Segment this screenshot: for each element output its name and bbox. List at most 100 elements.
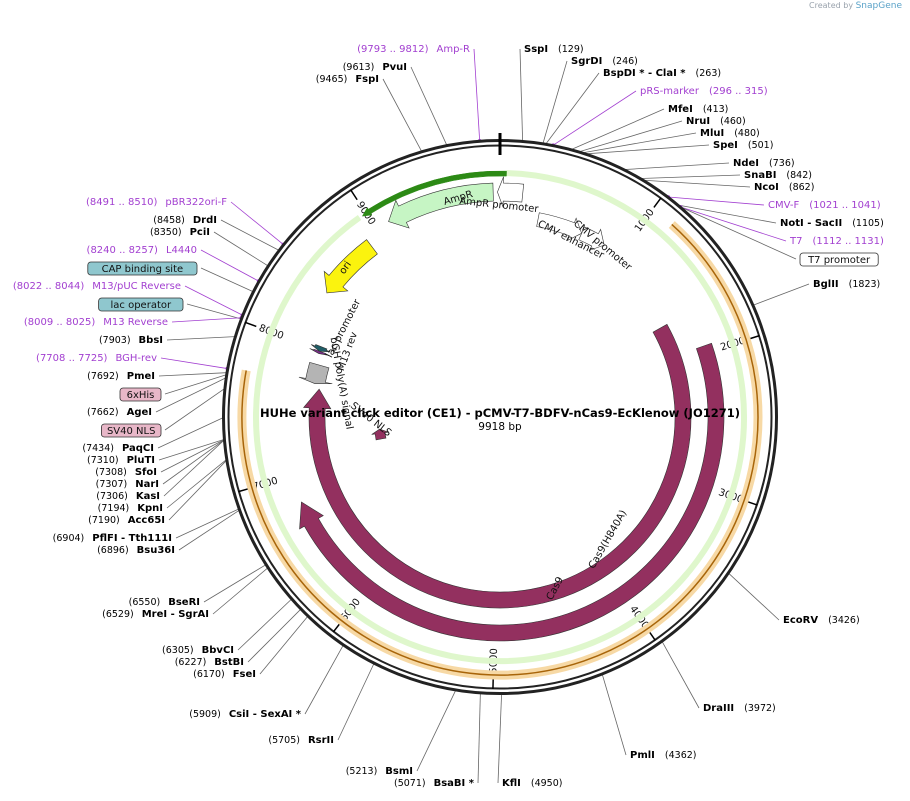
site-noti-sacii[interactable]: NotI - SacII(1105) [780,218,884,229]
site-mfei[interactable]: MfeI(413) [668,104,728,115]
feature-m13-rev [309,348,330,356]
site-fsei[interactable]: FseI(6170) [193,669,256,680]
site-pmei[interactable]: PmeI(7692) [87,371,155,382]
site-position: (3972) [744,703,776,714]
site-bglii[interactable]: BglII(1823) [813,279,880,290]
site-position: (460) [720,116,746,127]
site-position: (7310) [87,455,119,466]
site-6xhis[interactable]: 6xHis [119,387,162,402]
site-name: SnaBI [744,170,776,181]
site-mrei-sgrai[interactable]: MreI - SgrAI(6529) [102,609,209,620]
site-name: AgeI [127,407,152,418]
site-pflfi-tth111i[interactable]: PflFI - Tth111I(6904) [53,533,172,544]
site-draiii[interactable]: DraIII (3972) [703,703,776,714]
snapgene-logo: SnapGene [855,1,902,11]
site-sfoi[interactable]: SfoI(7308) [95,467,157,478]
site-pcii[interactable]: PciI(8350) [150,227,210,238]
snapgene-credit: Created by SnapGene [809,1,902,11]
plasmid-length: 9918 bp [478,421,522,433]
feature-cmv-promoter [578,226,605,251]
site-position: (9465) [316,74,348,85]
site-bsabi[interactable]: BsaBI *(5071) [394,778,475,789]
site-bsmi[interactable]: BsmI(5213) [346,766,413,777]
site-bseri[interactable]: BseRI(6550) [129,597,200,608]
site-cmv-f[interactable]: CMV-F(1021 .. 1041) [768,200,881,211]
site-name: NcoI [754,182,779,193]
site-m13-reverse[interactable]: M13 Reverse(8009 .. 8025) [24,317,168,328]
site-agei[interactable]: AgeI(7662) [87,407,152,418]
site-pluti[interactable]: PluTI(7310) [87,455,155,466]
site-position: (6529) [102,609,134,620]
site-pvui[interactable]: PvuI(9613) [343,62,407,73]
site-drdi[interactable]: DrdI(8458) [153,215,217,226]
site-name: L4440 [166,245,197,256]
site-rsrii[interactable]: RsrII(5705) [268,735,334,746]
site-nari[interactable]: NarI(7307) [96,479,159,490]
site-cap-binding-site[interactable]: CAP binding site [87,261,198,276]
leader-bsmi [416,690,456,772]
site-name: PflFI - Tth111I [92,533,172,544]
site-ncoi[interactable]: NcoI(862) [754,182,814,193]
leader-lines [155,48,810,784]
site-bbsi[interactable]: BbsI(7903) [99,335,163,346]
leader-lac-operator [186,303,242,320]
leader-t7-promoter [680,206,797,260]
site-name: CAP binding site [102,264,184,275]
site-name: PaqCI [122,443,154,454]
site-nrui[interactable]: NruI(460) [686,116,746,127]
site-fspi[interactable]: FspI(9465) [316,74,379,85]
site-name: PmlI [630,750,655,761]
site-csii-sexai[interactable]: CsiI - SexAI *(5909) [189,709,302,720]
leader-agei [155,377,226,413]
leader-mfei [571,108,665,150]
site-pmli[interactable]: PmlI (4362) [630,750,697,761]
site-position: (736) [769,158,795,169]
site-ecorv[interactable]: EcoRV(3426) [783,615,860,626]
site-kasi[interactable]: KasI(7306) [96,491,160,502]
site-position: (7692) [87,371,119,382]
site-sspi[interactable]: SspI(129) [524,44,584,55]
site-name: DraIII [703,703,734,714]
site-position: (6305) [162,645,194,656]
site-bstbi[interactable]: BstBI(6227) [175,657,244,668]
site-sv40-nls[interactable]: SV40 NLS [101,423,162,438]
leader-cmv-f [668,196,765,206]
site-position: (3426) [828,615,860,626]
leader-mrei-sgrai [212,567,268,615]
site-position: (6227) [175,657,207,668]
site-bgh-rev[interactable]: BGH-rev(7708 .. 7725) [36,353,157,364]
site-l4440[interactable]: L4440(8240 .. 8257) [87,245,197,256]
site-name: BglII [813,279,839,290]
site-t7-promoter[interactable]: T7 promoter [799,252,879,267]
site-name: SV40 NLS [107,426,156,437]
leader-sgrdi [542,60,568,144]
leader-cap-binding-site [200,267,254,292]
site-mlui[interactable]: MluI(480) [700,128,760,139]
site-box [799,252,879,267]
leader-m13-reverse [171,317,242,323]
site-name: NdeI [733,158,759,169]
site-name: M13/pUC Reverse [92,281,181,292]
site-bsu36i[interactable]: Bsu36I(6896) [97,545,175,556]
site-amp-r[interactable]: Amp-R(9793 .. 9812) [357,44,470,55]
site-acc65i[interactable]: Acc65I(7190) [88,515,165,526]
site-paqci[interactable]: PaqCI(7434) [82,443,154,454]
site-pbr322ori-f[interactable]: pBR322ori-F(8491 .. 8510) [86,197,227,208]
site-position: (4362) [665,750,697,761]
site-m13-puc-reverse[interactable]: M13/pUC Reverse(8022 .. 8044) [13,281,181,292]
site-position: (7903) [99,335,131,346]
site-position: (129) [558,44,584,55]
site-sgrdi[interactable]: SgrDI(246) [571,56,638,67]
site-t7[interactable]: T7(1112 .. 1131) [789,236,884,247]
site-spei[interactable]: SpeI(501) [713,140,773,151]
site-bspdi-clai[interactable]: BspDI * - ClaI *(263) [603,68,721,79]
ampr-line [361,170,507,217]
site-kfli[interactable]: KflI(4950) [502,778,562,789]
site-bbvci[interactable]: BbvCI(6305) [162,645,234,656]
site-lac-operator[interactable]: lac operator [98,297,184,312]
site-snabi[interactable]: SnaBI(842) [744,170,812,181]
leader-sfoi [160,439,225,473]
site-prs-marker[interactable]: pRS-marker(296 .. 315) [640,86,768,97]
site-kpni[interactable]: KpnI(7194) [98,503,163,514]
site-ndei[interactable]: NdeI (736) [733,158,795,169]
